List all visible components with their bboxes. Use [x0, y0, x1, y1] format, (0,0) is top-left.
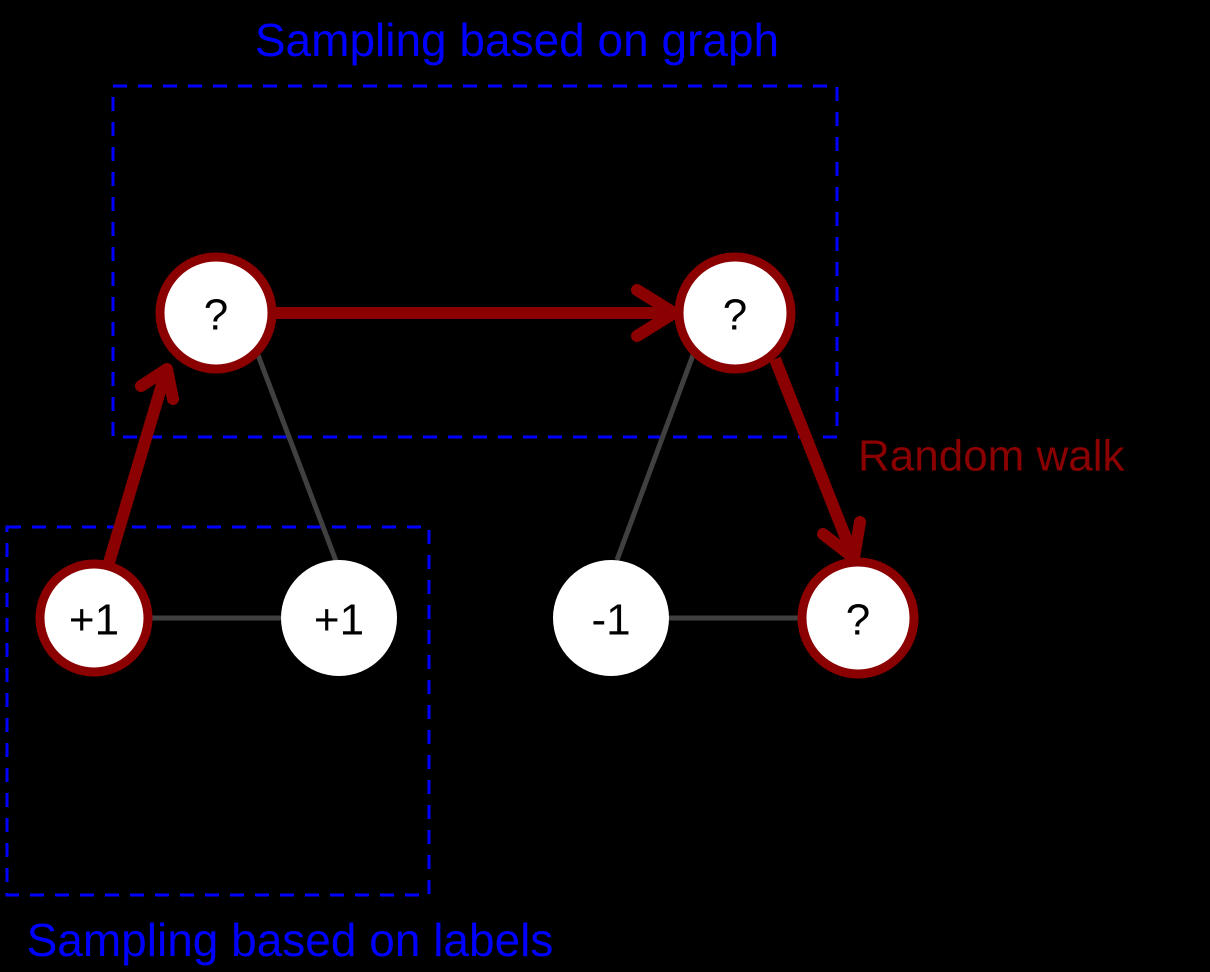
caption-sampling-labels: Sampling based on labels — [27, 914, 554, 966]
node-bottom-negative[interactable]: -1 — [553, 560, 669, 676]
walk-arrow-across-top — [276, 284, 680, 342]
node-bottom-negative-circle[interactable] — [553, 560, 669, 676]
annotation-random-walk: Random walk — [858, 432, 1126, 481]
graph-nodes: ? ? +1 +1 -1 ? — [35, 252, 919, 679]
edge-topright-to-minus1 — [614, 354, 696, 561]
walk-arrow-down-right — [769, 356, 866, 564]
node-top-left-circle[interactable] — [155, 252, 277, 374]
node-top-left[interactable]: ? — [155, 252, 277, 374]
node-bottom-left-positive-circle[interactable] — [35, 559, 153, 677]
random-walk-path — [102, 284, 866, 568]
node-bottom-second-positive-label: +1 — [314, 596, 364, 645]
node-bottom-second-positive[interactable]: +1 — [281, 560, 397, 676]
node-bottom-right-unknown-circle[interactable] — [797, 557, 919, 679]
node-top-right-label: ? — [723, 291, 747, 340]
box-sampling-labels — [5, 525, 431, 897]
box-sampling-graph — [111, 84, 839, 439]
node-bottom-left-positive[interactable]: +1 — [35, 559, 153, 677]
node-bottom-right-unknown-label: ? — [846, 596, 870, 645]
grouping-boxes — [5, 84, 839, 897]
graph-edges — [152, 354, 798, 621]
node-top-right[interactable]: ? — [674, 252, 796, 374]
node-bottom-right-unknown[interactable]: ? — [797, 557, 919, 679]
node-bottom-negative-label: -1 — [591, 596, 630, 645]
edge-topleft-to-plus1 — [255, 354, 339, 562]
caption-sampling-graph: Sampling based on graph — [255, 14, 779, 66]
node-bottom-left-positive-label: +1 — [69, 596, 119, 645]
walk-arrow-up-left — [102, 363, 179, 568]
node-top-right-circle[interactable] — [674, 252, 796, 374]
node-top-left-label: ? — [204, 291, 228, 340]
node-bottom-second-positive-circle[interactable] — [281, 560, 397, 676]
